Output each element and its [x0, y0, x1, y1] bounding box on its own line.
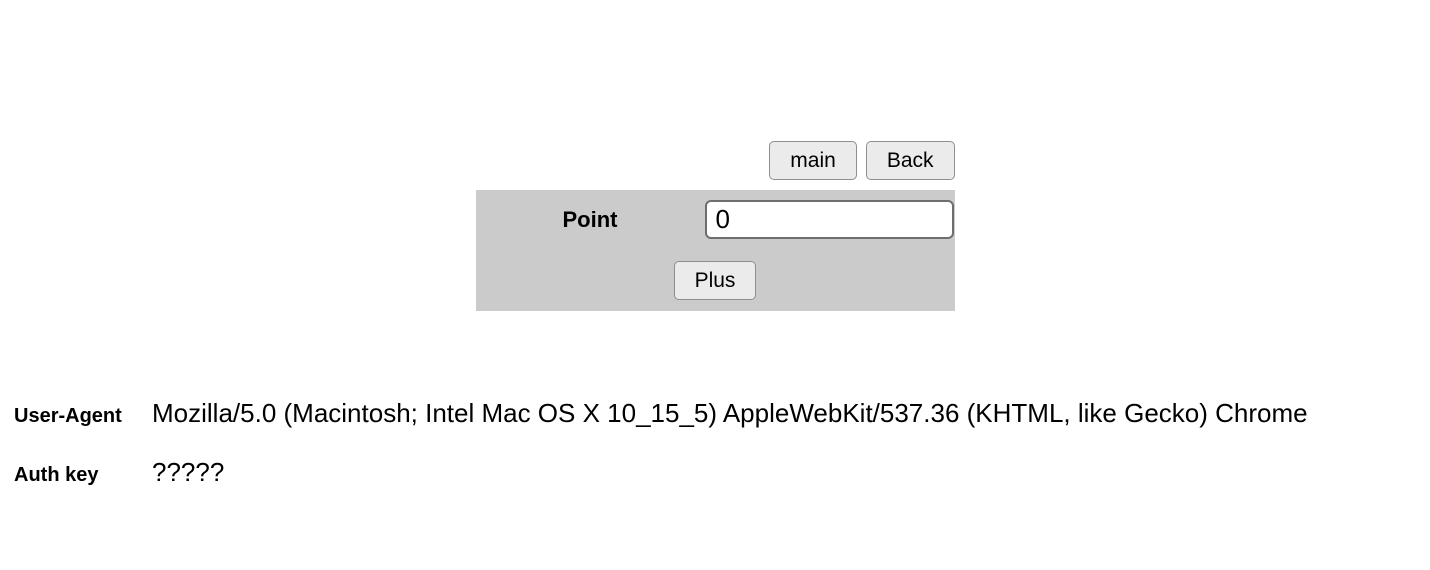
nav-button-row: main Back: [476, 141, 955, 180]
plus-row: Plus: [476, 261, 955, 300]
user-agent-row: User-Agent Mozilla/5.0 (Macintosh; Intel…: [14, 398, 1430, 429]
point-row: Point: [476, 200, 955, 239]
auth-key-value: ?????: [152, 457, 225, 487]
user-agent-value: Mozilla/5.0 (Macintosh; Intel Mac OS X 1…: [152, 398, 1308, 428]
form-area: main Back Point Plus: [475, 141, 955, 311]
plus-button[interactable]: Plus: [673, 261, 757, 300]
point-panel: Point Plus: [475, 190, 955, 311]
user-agent-label: User-Agent: [14, 405, 122, 427]
back-button[interactable]: Back: [865, 141, 955, 180]
point-label: Point: [562, 206, 618, 232]
details-section: User-Agent Mozilla/5.0 (Macintosh; Intel…: [14, 398, 1430, 488]
point-input[interactable]: [704, 200, 954, 239]
auth-key-row: Auth key ?????: [14, 457, 1430, 488]
point-input-cell: [704, 200, 955, 239]
main-button[interactable]: main: [769, 141, 857, 180]
auth-key-label: Auth key: [14, 464, 99, 486]
